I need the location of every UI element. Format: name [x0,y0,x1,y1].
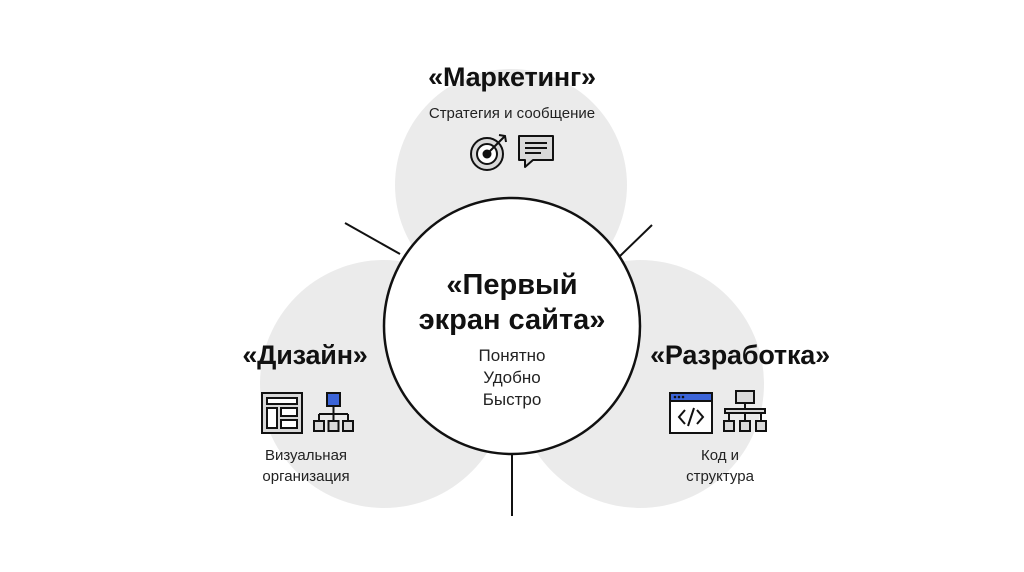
marketing-subtitle: Стратегия и сообщение [428,105,596,122]
layout-icon [261,392,303,434]
development-subtitle: Код и структура [620,445,820,487]
center-title-line1: «Первый [446,269,578,301]
development-subtitle-line2: структура [686,468,754,485]
center-item: Быстро [482,390,542,409]
development-subtitle-line1: Код и [700,447,740,464]
design-subtitle: Визуальная организация [206,445,406,487]
hierarchy-icon [313,392,354,432]
target-icon [470,134,507,171]
design-subtitle-line2: организация [262,468,350,485]
design-title: «Дизайн» [242,340,368,370]
divider-left [344,222,401,255]
center-item: Понятно [478,346,546,365]
development-title: «Разработка» [650,340,830,370]
divider-right [619,224,653,257]
marketing-title: «Маркетинг» [428,62,596,92]
network-icon [723,390,767,432]
center-item: Удобно [483,368,541,387]
center-items: Понятно Удобно Быстро [384,345,640,411]
center-title-line2: экран сайта» [418,304,606,336]
code-window-icon [669,392,713,434]
center-title: «Первый экран сайта» [384,268,640,338]
chat-bubble-icon [518,135,554,168]
design-subtitle-line1: Визуальная [264,447,348,464]
center-circle [382,196,642,456]
